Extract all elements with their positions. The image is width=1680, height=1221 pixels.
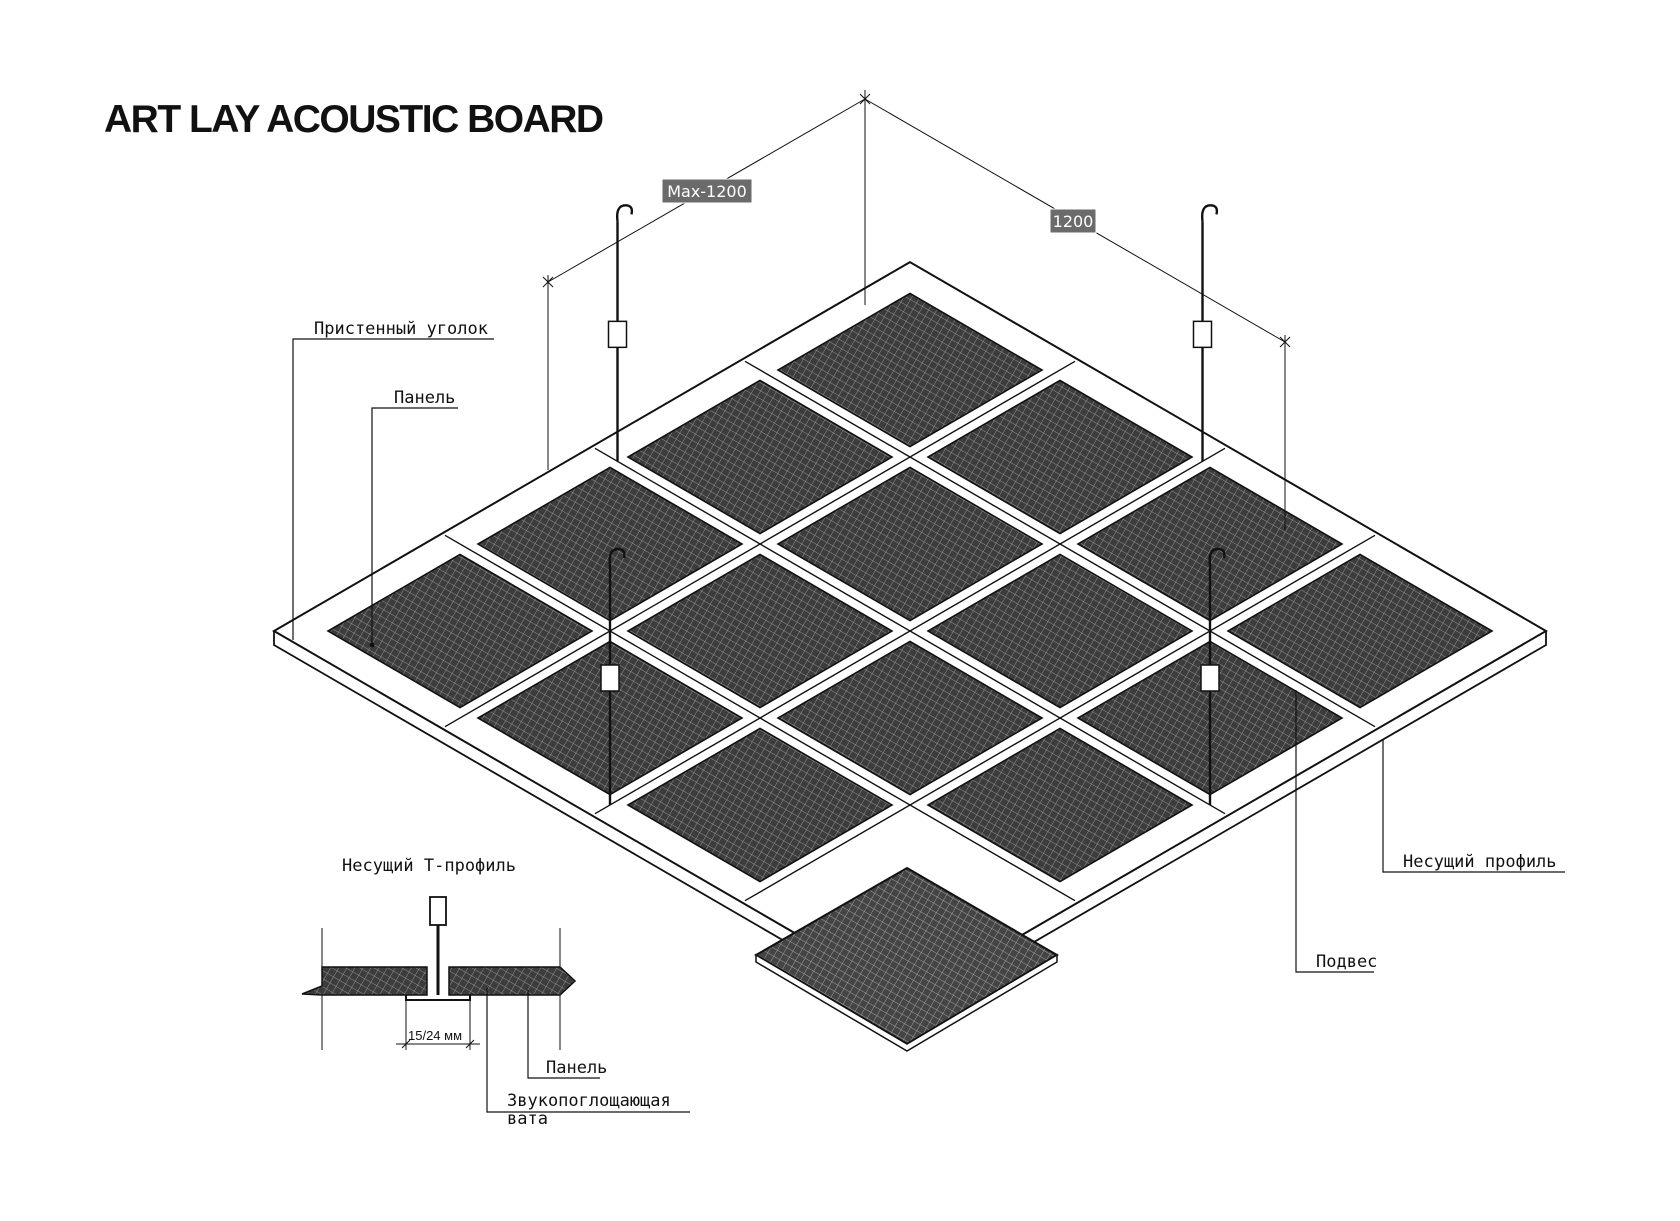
panel — [1226, 553, 1494, 709]
callouts: Пристенный уголок Панель Несущий профиль… — [292, 319, 1565, 973]
panel — [926, 553, 1194, 709]
panel — [776, 640, 1044, 796]
panel — [626, 379, 894, 535]
hanger-hook — [608, 547, 626, 566]
label-insulation-line1: Звукопоглощающая — [507, 1091, 671, 1111]
label-width: 15/24 мм — [408, 1028, 462, 1043]
label-hanger: Подвес — [1316, 952, 1377, 972]
hanger-clip — [600, 664, 620, 692]
label-panel-section: Панель — [546, 1058, 607, 1078]
dimension-box-left — [661, 178, 753, 204]
hanger-hook — [1200, 204, 1219, 222]
dimension-lines: Max-1200 1200 — [542, 90, 1291, 530]
panel — [776, 292, 1044, 448]
hanger-clip — [607, 320, 628, 349]
hanger-clip — [1192, 320, 1213, 349]
hanger-clip — [1200, 664, 1220, 692]
panel — [926, 727, 1194, 883]
profile-line — [444, 534, 1076, 902]
panel — [776, 466, 1044, 622]
section-detail: Несущий Т-профиль 15/24 мм Панель Звукоп… — [301, 856, 690, 1129]
loose-panel-edge — [755, 953, 1058, 1052]
label-wall-angle: Пристенный уголок — [314, 319, 488, 339]
label-t-profile: Несущий Т-профиль — [342, 856, 516, 876]
label-main-profile: Несущий профиль — [1403, 852, 1557, 872]
hanger-hook — [615, 204, 634, 222]
dimension-label-left: Max-1200 — [667, 182, 747, 201]
label-panel-top: Панель — [394, 388, 455, 408]
hanger-hook — [1208, 547, 1226, 566]
hangers — [600, 204, 1226, 805]
panel — [926, 379, 1194, 535]
ceiling-grid — [272, 260, 1548, 1015]
panel — [626, 727, 894, 883]
profile-line — [594, 447, 1226, 815]
diagram-title: ART LAY ACOUSTIC BOARD — [104, 98, 604, 141]
label-insulation-line2: вата — [507, 1109, 548, 1129]
panel — [626, 553, 894, 709]
dimension-label-right: 1200 — [1053, 212, 1094, 231]
profile-line — [744, 534, 1376, 902]
dimension-box-right — [1049, 208, 1097, 234]
